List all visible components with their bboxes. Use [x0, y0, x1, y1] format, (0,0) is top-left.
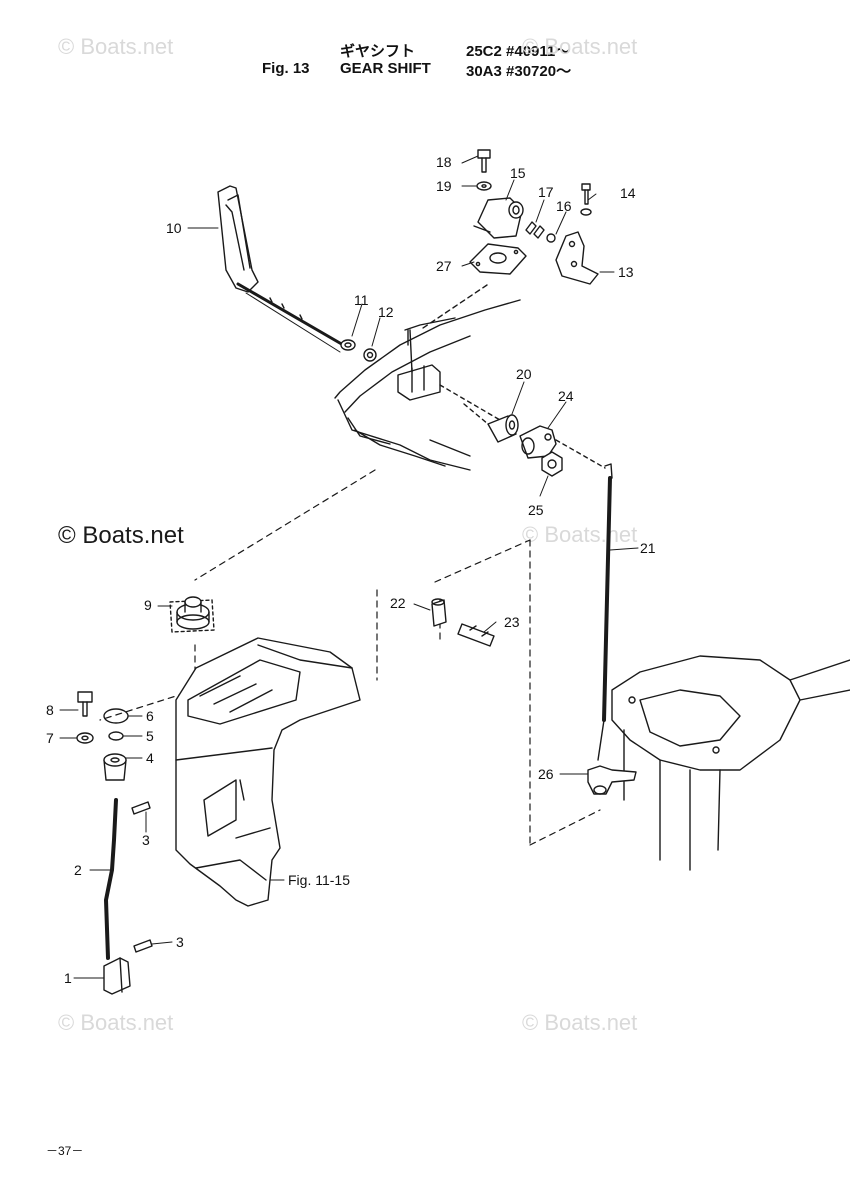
- callout-7: 7: [46, 730, 54, 746]
- callout-8: 8: [46, 702, 54, 718]
- grommet-9-part: [169, 596, 215, 633]
- o-ring-5-part: [108, 731, 124, 741]
- plate-13-part: [555, 231, 599, 285]
- watermark-center-left: © Boats.net: [58, 522, 184, 549]
- callout-9: 9: [144, 597, 152, 613]
- callout-5: 5: [146, 728, 154, 744]
- callout-16: 16: [556, 198, 572, 214]
- lower-unit-casing: [175, 637, 361, 907]
- callout-12: 12: [378, 304, 394, 320]
- seal-4-part: [103, 753, 127, 781]
- right-housing: [611, 655, 850, 871]
- watermark-top-left: © Boats.net: [58, 34, 174, 59]
- upper-casing-outline: [334, 299, 521, 471]
- callout-6: 6: [146, 708, 154, 724]
- washer-7-part: [76, 732, 94, 744]
- spring-17-part: [525, 221, 545, 239]
- title-japanese: ギヤシフト: [340, 43, 416, 60]
- page-number: －37－: [46, 1144, 84, 1158]
- bolt-18-part: [477, 149, 491, 173]
- collar-20-part: [487, 414, 519, 443]
- nut-25-part: [541, 451, 563, 477]
- figure-reference: Fig. 11-15: [288, 872, 350, 888]
- callout-26: 26: [538, 766, 554, 782]
- washer-19-part: [476, 181, 492, 191]
- bracket-15-part: [473, 197, 524, 239]
- shift-lever-part: [217, 185, 347, 353]
- shift-rod-21-part: [597, 463, 613, 761]
- callout-27: 27: [436, 258, 452, 274]
- o-ring-6-part: [103, 708, 129, 724]
- watermark-bottom-right: © Boats.net: [522, 1010, 638, 1035]
- pin-3-upper-part: [131, 801, 151, 815]
- callout-17: 17: [538, 184, 554, 200]
- gasket-27-part: [469, 243, 527, 275]
- watermark-top-right: © Boats.net: [522, 34, 638, 59]
- callout-22: 22: [390, 595, 406, 611]
- lever-24-part: [519, 425, 557, 459]
- shift-bracket-assembly: [397, 329, 501, 421]
- callout-23: 23: [504, 614, 520, 630]
- shift-rod-2-part: [104, 798, 118, 960]
- pin-3-lower-part: [133, 939, 153, 953]
- callout-25: 25: [528, 502, 544, 518]
- callout-18: 18: [436, 154, 452, 170]
- bolt-8-part: [77, 691, 93, 717]
- shift-cam-1-part: [103, 957, 131, 995]
- callout-14: 14: [620, 185, 636, 201]
- callout-24: 24: [558, 388, 574, 404]
- collar-12-part: [363, 348, 377, 362]
- callout-10: 10: [166, 220, 182, 236]
- serial-range-1: 25C2 #40911～: [466, 43, 571, 60]
- callout-11: 11: [354, 292, 369, 308]
- figure-label: Fig. 13: [262, 60, 310, 77]
- callout-13: 13: [618, 264, 634, 280]
- shift-arm-26-part: [587, 765, 637, 795]
- callout-1: 1: [64, 970, 72, 986]
- bolt-14-part: [580, 183, 592, 216]
- callout-2: 2: [74, 862, 82, 878]
- watermark-bottom-left: © Boats.net: [58, 1010, 174, 1035]
- washer-11-part: [340, 339, 356, 351]
- callout-4: 4: [146, 750, 154, 766]
- callout-15: 15: [510, 165, 526, 181]
- callout-3-upper: 3: [142, 832, 150, 848]
- pin-23-part: [457, 623, 495, 647]
- callout-20: 20: [516, 366, 532, 382]
- callout-21: 21: [640, 540, 656, 556]
- title-english: GEAR SHIFT: [340, 60, 431, 77]
- serial-range-2: 30A3 #30720～: [466, 63, 572, 80]
- watermark-center-right: © Boats.net: [522, 522, 638, 547]
- callout-3-lower: 3: [176, 934, 184, 950]
- joint-22-part: [431, 598, 447, 627]
- ball-16-part: [546, 233, 556, 243]
- callout-19: 19: [436, 178, 452, 194]
